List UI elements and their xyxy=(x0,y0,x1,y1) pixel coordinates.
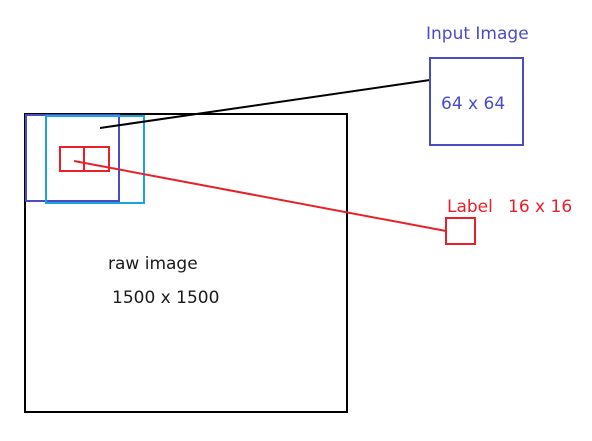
input-image-box xyxy=(429,57,524,146)
label-patch-left xyxy=(59,146,85,172)
raw-image-title: raw image xyxy=(108,254,198,274)
label-title: Label xyxy=(447,197,493,217)
input-image-size: 64 x 64 xyxy=(441,94,506,114)
raw-image-box xyxy=(24,113,348,413)
input-image-title: Input Image xyxy=(426,24,529,44)
input-connector-line xyxy=(99,79,431,129)
label-connector-line xyxy=(73,160,447,232)
raw-image-size: 1500 x 1500 xyxy=(112,288,220,308)
label-box xyxy=(445,217,476,245)
label-patch-right xyxy=(83,146,110,172)
shifted-window-box xyxy=(45,115,145,204)
label-size: 16 x 16 xyxy=(508,197,573,217)
